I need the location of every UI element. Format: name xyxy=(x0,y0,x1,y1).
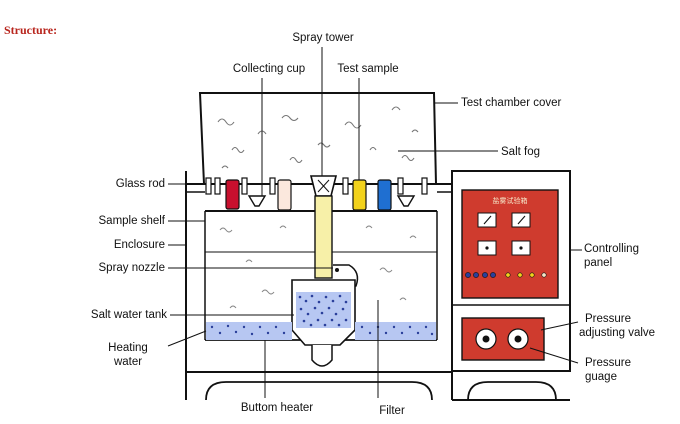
label-controlling-panel-line1: Controlling xyxy=(584,243,639,255)
heating-water xyxy=(206,322,292,340)
collecting-cup-right xyxy=(396,195,416,207)
label-salt-water-tank: Salt water tank xyxy=(90,309,167,321)
test-sample-blue xyxy=(377,179,392,211)
label-pressure-adjusting-valve-line2: adjusting valve xyxy=(579,327,656,339)
spray-nozzle xyxy=(333,264,359,289)
leader-lines xyxy=(167,47,582,398)
structure-heading: Structure: xyxy=(4,23,58,37)
label-glass-rod: Glass rod xyxy=(115,178,165,190)
label-spray-nozzle: Spray nozzle xyxy=(98,262,165,274)
test-sample-white xyxy=(277,179,292,211)
label-pressure-adjusting-valve-line1: Pressure xyxy=(585,313,632,325)
pressure-adjusting-valve xyxy=(475,328,497,350)
label-salt-fog: Salt fog xyxy=(501,146,540,158)
label-heating-water-line1: Heating xyxy=(108,342,148,354)
label-spray-tower: Spray tower xyxy=(292,32,354,44)
label-pressure-guage-line1: Pressure xyxy=(585,357,632,369)
label-controlling-panel-line2: panel xyxy=(584,257,613,269)
label-buttom-heater: Buttom heater xyxy=(240,402,314,414)
test-sample-yellow xyxy=(352,179,367,211)
collecting-cup-left xyxy=(247,195,267,207)
label-pressure-guage-line2: guage xyxy=(585,371,617,383)
panel-buttons xyxy=(465,272,547,278)
label-filter: Filter xyxy=(379,405,405,417)
panel-title: 盐雾试验箱 xyxy=(493,196,528,205)
spray-tower xyxy=(314,195,333,279)
pressure-guage xyxy=(507,328,529,350)
test-sample-red xyxy=(225,179,240,210)
label-test-sample: Test sample xyxy=(337,63,399,75)
test-chamber-cover xyxy=(198,92,437,185)
label-heating-water-line2: water xyxy=(113,356,143,368)
label-enclosure: Enclosure xyxy=(113,239,165,251)
label-sample-shelf: Sample shelf xyxy=(98,215,165,227)
base-frame xyxy=(185,371,453,400)
label-test-chamber-cover: Test chamber cover xyxy=(461,97,562,109)
pressure-panel xyxy=(461,317,545,361)
controlling-panel xyxy=(461,189,559,299)
label-collecting-cup: Collecting cup xyxy=(232,63,306,75)
